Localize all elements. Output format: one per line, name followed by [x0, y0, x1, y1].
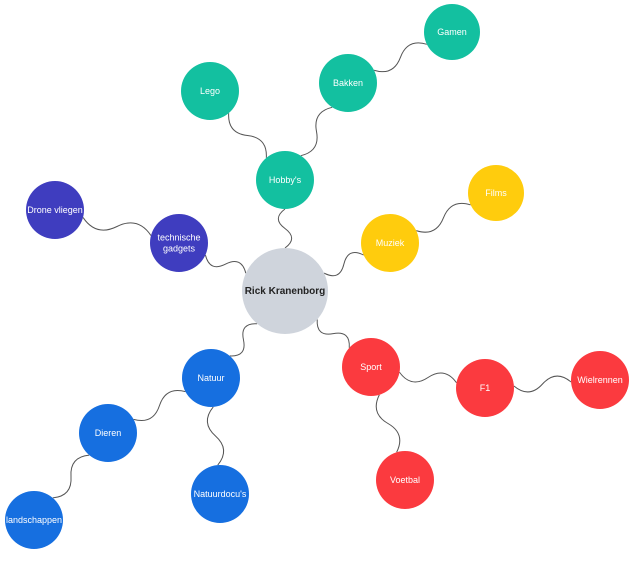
node-drone-label-line: Drone vliegen	[27, 205, 83, 215]
node-gamen-circle	[424, 4, 480, 60]
node-films-label: Films	[485, 188, 507, 198]
node-muziek-label-line: Muziek	[376, 238, 405, 248]
node-technische-circle	[150, 214, 208, 272]
edge-natuur-natuurdocu	[206, 406, 225, 466]
node-natuurdocu-circle	[191, 465, 249, 523]
node-wielrennen-circle	[571, 351, 629, 409]
edge-center-sport	[316, 319, 350, 348]
node-f1-circle	[456, 359, 514, 417]
node-landschappen[interactable]: landschappen	[5, 491, 63, 549]
node-lego-circle	[181, 62, 239, 120]
edge-muziek-films	[416, 202, 471, 233]
node-technische-label-line: gadgets	[163, 244, 196, 254]
edge-bakken-gamen	[373, 42, 428, 73]
node-muziek-label: Muziek	[376, 238, 405, 248]
node-voetbal-label: Voetbal	[390, 475, 420, 485]
node-films[interactable]: Films	[468, 165, 524, 221]
node-films-circle	[468, 165, 524, 221]
edge-f1-wielrennen	[513, 375, 572, 393]
edge-center-natuur	[229, 323, 258, 357]
node-center[interactable]: Rick Kranenborg	[242, 248, 328, 334]
node-muziek[interactable]: Muziek	[361, 214, 419, 272]
node-dieren-circle	[79, 404, 137, 462]
node-drone-circle	[26, 181, 84, 239]
node-dieren[interactable]: Dieren	[79, 404, 137, 462]
node-landschappen-label: landschappen	[6, 515, 62, 525]
node-wielrennen-label: Wielrennen	[577, 375, 623, 385]
node-dieren-label: Dieren	[95, 428, 122, 438]
edge-center-technische	[204, 254, 247, 274]
node-natuurdocu-label: Natuurdocu's	[194, 489, 247, 499]
node-landschappen-label-line: landschappen	[6, 515, 62, 525]
node-center-label-line: Rick Kranenborg	[245, 286, 326, 297]
node-natuurdocu[interactable]: Natuurdocu's	[191, 465, 249, 523]
node-hobbys-label: Hobby's	[269, 175, 302, 185]
edge-sport-f1	[399, 371, 457, 384]
node-hobbys-label-line: Hobby's	[269, 175, 302, 185]
connector-lines	[52, 42, 572, 499]
node-muziek-circle	[361, 214, 419, 272]
node-f1[interactable]: F1	[456, 359, 514, 417]
node-f1-label-line: F1	[480, 383, 491, 393]
node-hobbys-circle	[256, 151, 314, 209]
edge-natuur-dieren	[133, 389, 186, 422]
node-voetbal-label-line: Voetbal	[390, 475, 420, 485]
node-bakken[interactable]: Bakken	[319, 54, 377, 112]
node-sport[interactable]: Sport	[342, 338, 400, 396]
node-dieren-label-line: Dieren	[95, 428, 122, 438]
node-bakken-circle	[319, 54, 377, 112]
node-natuur-circle	[182, 349, 240, 407]
node-sport-label: Sport	[360, 362, 382, 372]
node-hobbys[interactable]: Hobby's	[256, 151, 314, 209]
node-gamen[interactable]: Gamen	[424, 4, 480, 60]
node-voetbal[interactable]: Voetbal	[376, 451, 434, 509]
edge-center-muziek	[323, 252, 364, 277]
node-drone-label: Drone vliegen	[27, 205, 83, 215]
node-gamen-label: Gamen	[437, 27, 467, 37]
edge-dieren-landschappen	[52, 454, 90, 499]
node-sport-circle	[342, 338, 400, 396]
node-gamen-label-line: Gamen	[437, 27, 467, 37]
node-natuur-label-line: Natuur	[197, 373, 224, 383]
node-lego[interactable]: Lego	[181, 62, 239, 120]
mind-map-nodes: Rick Kranenborg Hobby's Lego Bakken GamenMuz…	[5, 4, 629, 549]
node-f1-label: F1	[480, 383, 491, 393]
node-bakken-label: Bakken	[333, 78, 363, 88]
edge-technische-drone	[82, 217, 152, 236]
node-lego-label-line: Lego	[200, 86, 220, 96]
edge-center-hobbys	[277, 208, 293, 249]
node-natuur[interactable]: Natuur	[182, 349, 240, 407]
node-technische-label-line: technische	[157, 233, 200, 243]
node-landschappen-circle	[5, 491, 63, 549]
node-natuur-label: Natuur	[197, 373, 224, 383]
node-center-label: Rick Kranenborg	[245, 286, 326, 297]
node-lego-label: Lego	[200, 86, 220, 96]
node-drone[interactable]: Drone vliegen	[26, 181, 84, 239]
node-voetbal-circle	[376, 451, 434, 509]
node-natuurdocu-label-line: Natuurdocu's	[194, 489, 247, 499]
node-films-label-line: Films	[485, 188, 507, 198]
edge-hobbys-lego	[228, 113, 267, 158]
edge-hobbys-bakken	[300, 106, 333, 157]
node-wielrennen[interactable]: Wielrennen	[571, 351, 629, 409]
node-wielrennen-label-line: Wielrennen	[577, 375, 623, 385]
node-bakken-label-line: Bakken	[333, 78, 363, 88]
edge-sport-voetbal	[375, 394, 401, 453]
node-center-circle	[242, 248, 328, 334]
node-sport-label-line: Sport	[360, 362, 382, 372]
